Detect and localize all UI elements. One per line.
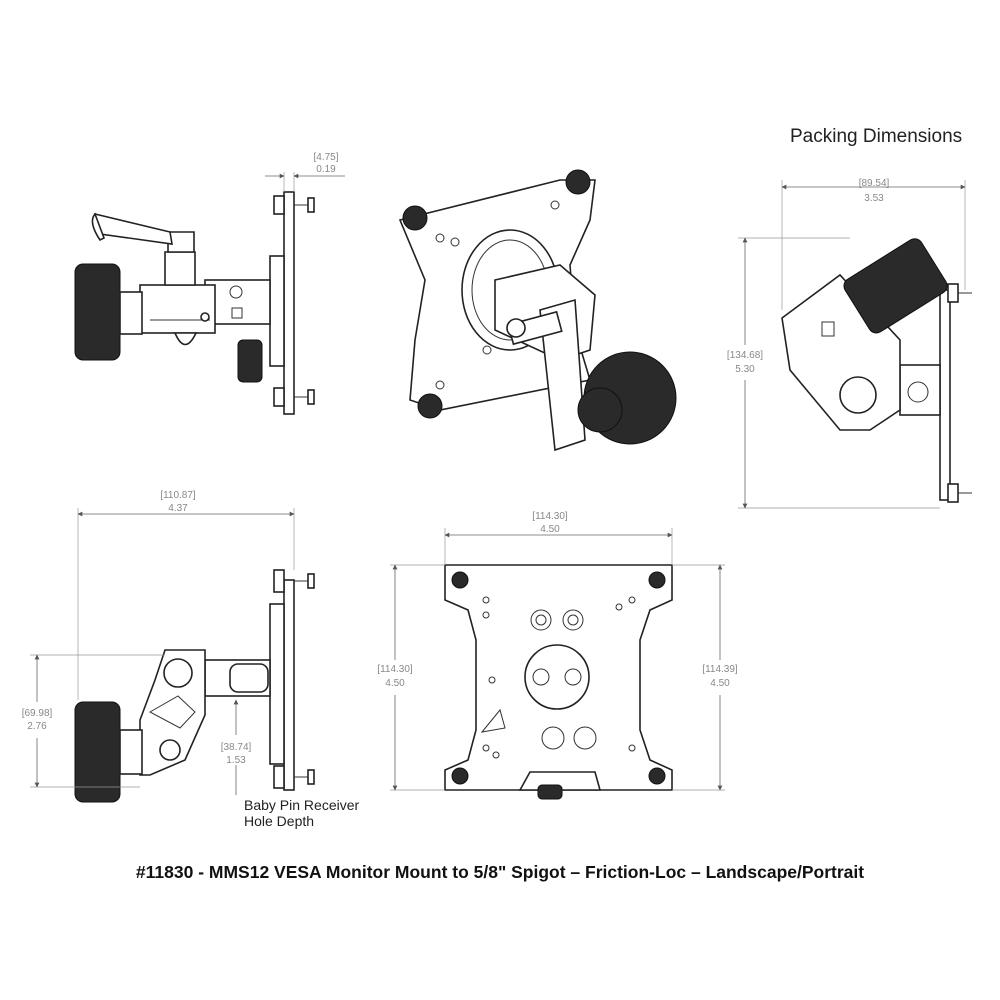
dimension-labels: [4.75] 0.19 [89.54] 3.53 [134.68] 5.30 [… [22, 152, 890, 766]
dim-front-width-mm: [114.30] [532, 511, 568, 522]
dim-side-top-width-in: 0.19 [316, 164, 336, 175]
dim-pack-width-mm: [89.54] [859, 178, 890, 189]
dim-front-height-left-in: 4.50 [385, 678, 405, 689]
baby-pin-note: Baby Pin Receiver Hole Depth [244, 797, 359, 829]
dim-side-bottom-height-in: 2.76 [27, 721, 47, 732]
dim-side-bottom-width-mm: [110.87] [160, 490, 196, 501]
side-view-bottom [74, 569, 315, 803]
front-view [444, 564, 673, 800]
packing-view [781, 238, 972, 503]
side-view-top [74, 191, 315, 415]
isometric-view [398, 169, 677, 452]
dim-front-height-right-in: 4.50 [710, 678, 730, 689]
dim-front-height-left-mm: [114.30] [377, 664, 413, 675]
dim-pack-height-mm: [134.68] [727, 350, 763, 361]
baby-pin-note-line1: Baby Pin Receiver [244, 797, 360, 813]
dimension-lines [30, 172, 966, 795]
dim-pack-height-in: 5.30 [735, 364, 755, 375]
dim-pin-depth-mm: [38.74] [221, 742, 252, 753]
dim-pack-width-in: 3.53 [864, 193, 884, 204]
dim-side-bottom-width-in: 4.37 [168, 503, 188, 514]
dim-front-height-right-mm: [114.39] [702, 664, 738, 675]
packing-dimensions-heading: Packing Dimensions [790, 126, 963, 147]
product-caption: #11830 - MMS12 VESA Monitor Mount to 5/8… [135, 862, 865, 882]
dim-side-bottom-height-mm: [69.98] [22, 708, 53, 719]
baby-pin-note-line2: Hole Depth [244, 813, 315, 829]
dim-front-width-in: 4.50 [540, 524, 560, 535]
dim-pin-depth-in: 1.53 [226, 755, 246, 766]
dim-side-top-width-mm: [4.75] [313, 152, 338, 163]
